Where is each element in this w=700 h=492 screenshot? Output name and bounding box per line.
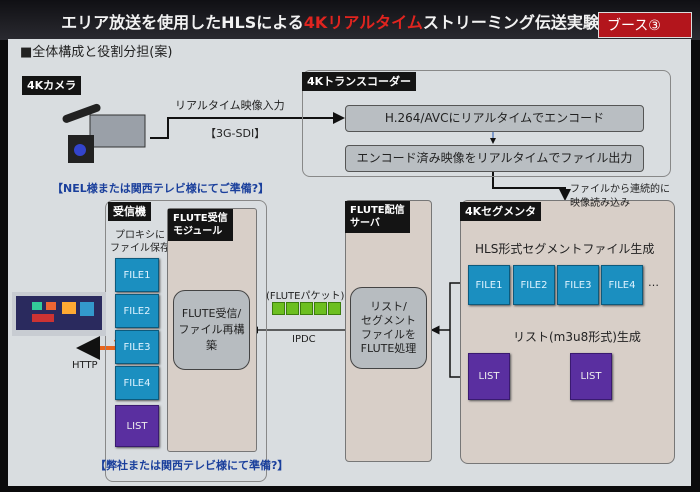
encode-step: H.264/AVCにリアルタイムでエンコード [345,105,644,132]
file-output-step: エンコード済み映像をリアルタイムでファイル出力 [345,145,644,172]
flute-server-label: FLUTE配信サーバ [345,201,410,233]
receiver-note: 【弊社または関西テレビ様にて準備?】 [95,459,289,472]
flute-packets-label: (FLUTEパケット) [266,291,345,302]
title-bar [0,0,700,40]
camera-label: 4Kカメラ [22,76,82,95]
receiver-file-2: FILE2 [115,294,159,328]
segmenter-box [460,200,675,464]
segment-title: HLS形式セグメントファイル生成 [475,242,655,256]
packet [328,302,341,315]
read-note-2: 映像読み込み [570,198,630,209]
segment-file-3: FILE3 [557,265,599,305]
slide-title: エリア放送を使用したHLSによる4Kリアルタイムストリーミング伝送実験 [61,13,599,32]
list-title: リスト(m3u8形式)生成 [513,330,641,344]
http-label: HTTP [72,360,98,371]
input-label: リアルタイム映像入力 [175,99,285,112]
packet [286,302,299,315]
flute-receive-process: FLUTE受信/ファイル再構築 [173,290,250,370]
receiver-file-3: FILE3 [115,330,159,364]
sdi-line [150,112,345,139]
transcoder-label: 4Kトランスコーダー [302,72,416,91]
receiver-label: 受信機 [108,202,151,221]
ipdc-label: IPDC [292,334,316,345]
more-files-ellipsis: … [648,276,659,289]
segment-file-2: FILE2 [513,265,555,305]
booth-badge: ブース③ [598,12,692,38]
segmenter-label: 4Kセグメンタ [460,202,542,221]
receiver-file-4: FILE4 [115,366,159,400]
interface-label: 【3G-SDI】 [205,127,266,140]
flute-module-label: FLUTE受信モジュール [168,209,233,241]
packet [272,302,285,315]
segment-list-1: LIST [468,353,510,400]
segment-bracket [432,282,468,378]
packet [314,302,327,315]
proxy-text-1: プロキシに [115,230,165,241]
receiver-list: LIST [115,405,159,447]
video-camera-icon [62,103,146,163]
section-heading: ■全体構成と役割分担(案) [20,45,173,60]
tablet-icon [12,292,106,336]
proxy-text-2: ファイル保存 [110,243,170,254]
packet [300,302,313,315]
receiver-file-1: FILE1 [115,258,159,292]
camera-note: 【NEL様または関西テレビ様にてご準備?】 [52,182,270,195]
segment-file-4: FILE4 [601,265,643,305]
transcoder-box [302,70,671,177]
read-note-1: ファイルから連続的に [570,184,670,195]
read-line [492,170,571,201]
flute-packets [272,302,341,315]
receiver-box [105,200,267,482]
segment-file-1: FILE1 [468,265,510,305]
segment-list-2: LIST [570,353,612,400]
